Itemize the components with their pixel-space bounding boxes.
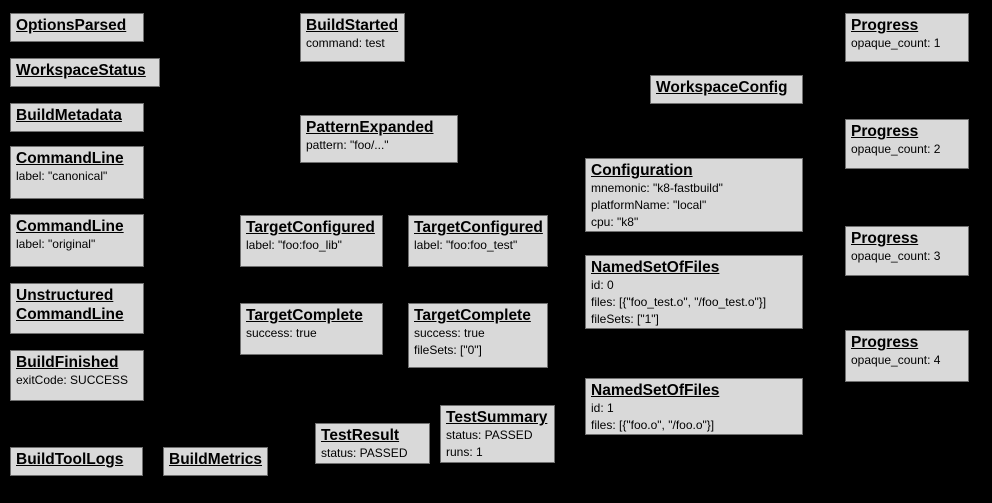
event-node-pattern-expanded: PatternExpanded pattern: "foo/..." xyxy=(300,115,458,163)
node-field: opaque_count: 3 xyxy=(851,249,941,263)
event-node-test-summary: TestSummary status: PASSED runs: 1 xyxy=(440,405,555,463)
event-node-build-started: BuildStarted command: test xyxy=(300,13,405,62)
node-field: fileSets: ["0"] xyxy=(414,343,482,357)
event-node-named-set-of-files-0: NamedSetOfFiles id: 0 files: [{"foo_test.o… xyxy=(585,255,803,329)
node-title: BuildStarted xyxy=(306,17,399,34)
node-title: NamedSetOfFiles xyxy=(591,259,720,276)
node-title: Progress xyxy=(851,123,919,140)
node-field: success: true xyxy=(414,326,485,340)
event-node-target-configured-foo-test: TargetConfigured label: "foo:foo_test" xyxy=(408,215,548,267)
event-node-build-tool-logs: BuildToolLogs xyxy=(10,447,143,476)
event-node-build-metadata: BuildMetadata xyxy=(10,103,144,132)
event-node-workspace-status: WorkspaceStatus xyxy=(10,58,160,87)
node-title: CommandLine xyxy=(16,306,124,323)
node-title: BuildMetrics xyxy=(169,451,263,468)
node-title: Progress xyxy=(851,230,919,247)
event-node-progress-4: Progress opaque_count: 4 xyxy=(845,330,969,382)
node-field: status: PASSED xyxy=(321,446,408,460)
node-field: status: PASSED xyxy=(446,428,533,442)
node-field: mnemonic: "k8-fastbuild" xyxy=(591,181,723,195)
node-field: files: [{"foo.o", "/foo.o"}] xyxy=(591,418,715,432)
node-field: opaque_count: 2 xyxy=(851,142,941,156)
node-field: runs: 1 xyxy=(446,445,483,459)
event-node-workspace-config: WorkspaceConfig xyxy=(650,75,803,104)
node-title: TargetConfigured xyxy=(414,219,543,236)
node-title: CommandLine xyxy=(16,218,124,235)
node-title: CommandLine xyxy=(16,150,124,167)
event-node-named-set-of-files-1: NamedSetOfFiles id: 1 files: [{"foo.o", "/… xyxy=(585,378,803,435)
event-node-progress-2: Progress opaque_count: 2 xyxy=(845,119,969,169)
node-title: WorkspaceStatus xyxy=(16,62,146,79)
node-field: label: "canonical" xyxy=(16,169,108,183)
node-field: success: true xyxy=(246,326,317,340)
node-field: files: [{"foo_test.o", "/foo_test.o"}] xyxy=(591,295,767,309)
event-node-progress-3: Progress opaque_count: 3 xyxy=(845,226,969,276)
event-node-command-line-original: CommandLine label: "original" xyxy=(10,214,144,267)
node-field: command: test xyxy=(306,36,385,50)
event-node-target-complete-lib: TargetComplete success: true xyxy=(240,303,383,355)
node-field: cpu: "k8" xyxy=(591,215,639,229)
node-field: label: "foo:foo_test" xyxy=(414,238,518,252)
event-node-test-result: TestResult status: PASSED xyxy=(315,423,430,464)
node-title: Unstructured xyxy=(16,287,114,304)
node-title: BuildToolLogs xyxy=(16,451,124,468)
event-node-target-configured-foo-lib: TargetConfigured label: "foo:foo_lib" xyxy=(240,215,383,267)
node-field: label: "original" xyxy=(16,237,96,251)
event-node-target-complete-test: TargetComplete success: true fileSets: ["0… xyxy=(408,303,548,368)
node-field: id: 1 xyxy=(591,401,614,415)
node-field: id: 0 xyxy=(591,278,614,292)
node-title: WorkspaceConfig xyxy=(656,79,788,96)
node-title: TargetComplete xyxy=(246,307,363,324)
event-node-options-parsed: OptionsParsed xyxy=(10,13,144,42)
node-field: fileSets: ["1"] xyxy=(591,312,659,326)
node-title: BuildMetadata xyxy=(16,107,122,124)
node-title: TargetConfigured xyxy=(246,219,375,236)
event-node-build-metrics: BuildMetrics xyxy=(163,447,268,476)
node-title: BuildFinished xyxy=(16,354,119,371)
event-node-progress-1: Progress opaque_count: 1 xyxy=(845,13,969,62)
node-title: TestResult xyxy=(321,427,400,444)
node-title: Progress xyxy=(851,334,919,351)
event-node-configuration: Configuration mnemonic: "k8-fastbuild" pla… xyxy=(585,158,803,232)
node-field: label: "foo:foo_lib" xyxy=(246,238,342,252)
event-node-command-line-canonical: CommandLine label: "canonical" xyxy=(10,146,144,199)
node-field: pattern: "foo/..." xyxy=(306,138,389,152)
node-title: TestSummary xyxy=(446,409,548,426)
node-title: Progress xyxy=(851,17,919,34)
node-title: OptionsParsed xyxy=(16,17,127,34)
node-field: exitCode: SUCCESS xyxy=(16,373,129,387)
node-field: opaque_count: 1 xyxy=(851,36,941,50)
node-title: Configuration xyxy=(591,162,693,179)
node-title: TargetComplete xyxy=(414,307,531,324)
node-field: platformName: "local" xyxy=(591,198,707,212)
node-title: PatternExpanded xyxy=(306,119,434,136)
node-title: NamedSetOfFiles xyxy=(591,382,720,399)
event-node-build-finished: BuildFinished exitCode: SUCCESS xyxy=(10,350,144,401)
node-field: opaque_count: 4 xyxy=(851,353,941,367)
